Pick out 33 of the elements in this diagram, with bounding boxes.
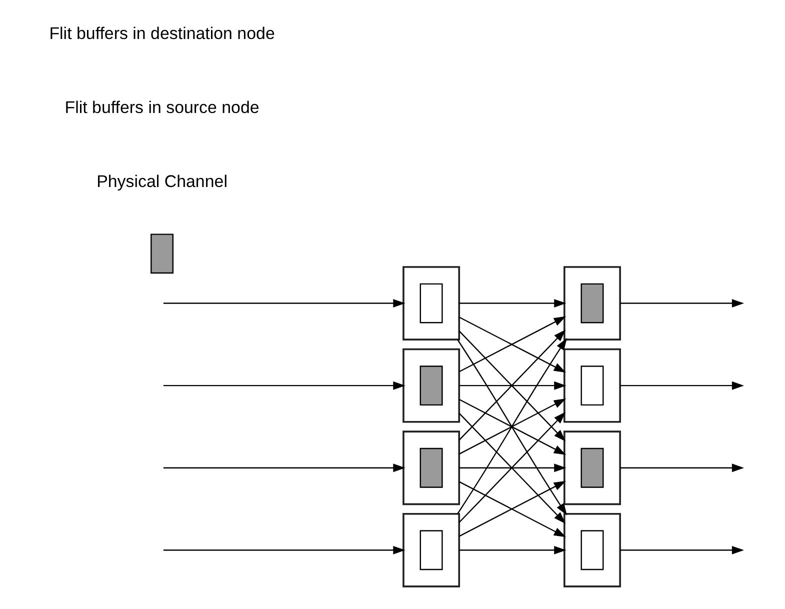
node-box	[419, 283, 442, 324]
cluster	[563, 512, 620, 588]
arrow	[458, 299, 566, 308]
node-box	[419, 530, 442, 570]
arrow	[458, 398, 566, 455]
arrow	[458, 546, 566, 554]
cluster	[402, 430, 460, 506]
cluster	[402, 266, 460, 340]
arrow	[620, 381, 744, 390]
label: Physical Channel	[96, 172, 227, 191]
node-box	[580, 448, 604, 488]
arrow	[162, 299, 405, 308]
node-box	[580, 366, 604, 406]
cluster	[402, 348, 460, 423]
arrow	[620, 299, 744, 308]
label: Flit buffers in destination node	[48, 24, 274, 44]
arrow	[162, 546, 405, 554]
arrow	[620, 464, 744, 472]
node-box	[150, 234, 174, 274]
node-box	[419, 366, 442, 406]
cluster	[402, 512, 460, 588]
node-box	[580, 530, 604, 570]
cluster	[563, 348, 620, 423]
cluster	[563, 266, 620, 340]
arrow	[458, 464, 566, 472]
node-box	[580, 283, 604, 324]
arrow	[162, 464, 405, 472]
node-box	[419, 448, 442, 488]
arrow	[162, 381, 405, 390]
arrow	[458, 381, 566, 390]
arrow	[620, 546, 744, 554]
cluster	[563, 430, 620, 506]
label: Flit buffers in source node	[64, 98, 259, 117]
